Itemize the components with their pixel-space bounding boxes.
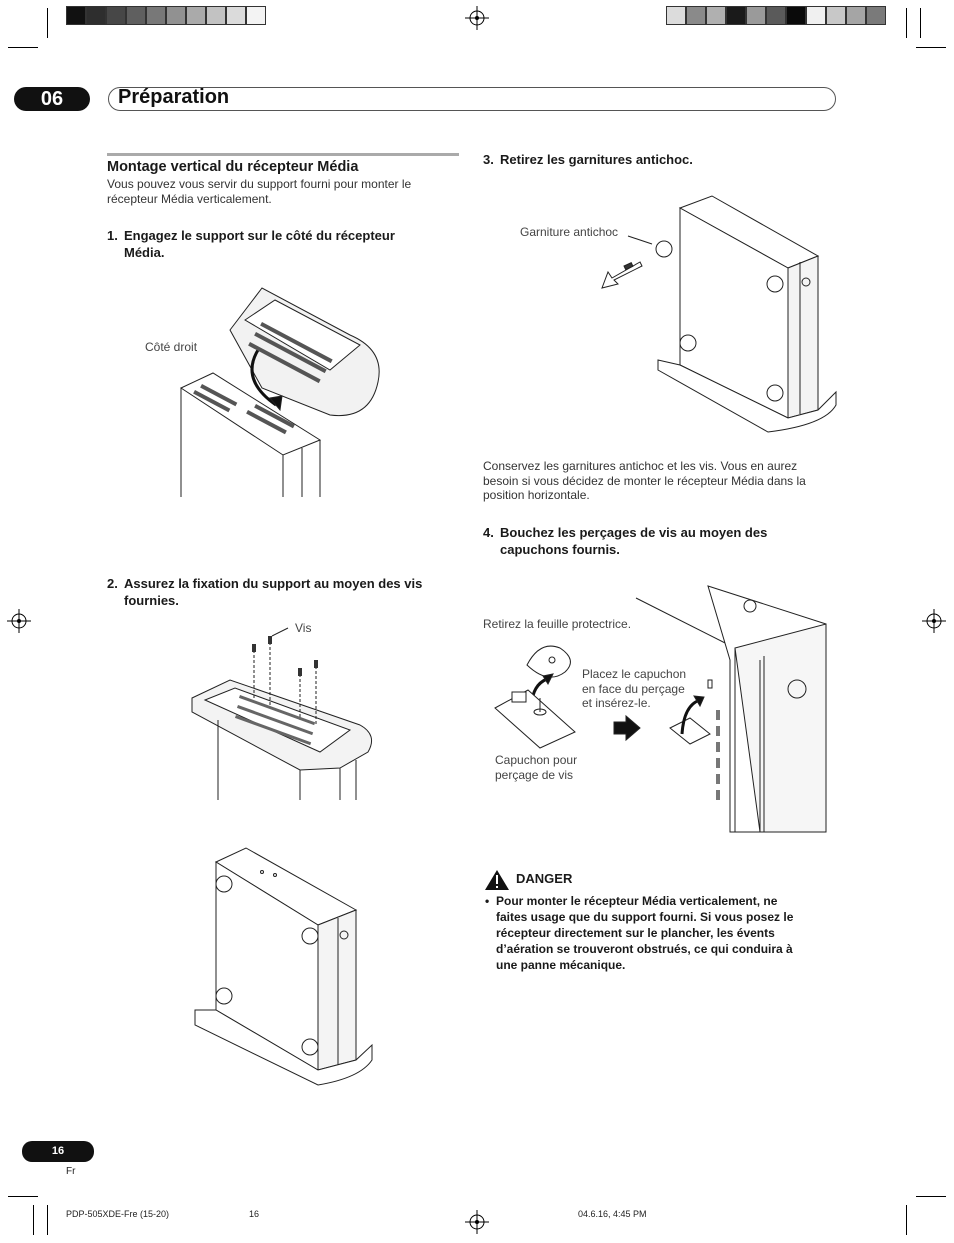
step-line: capuchons fournis.: [500, 542, 620, 557]
label-place-cap: Placez le capuchon en face du perçage et…: [582, 667, 686, 711]
color-swatch: [766, 6, 786, 25]
danger-line: une panne mécanique.: [496, 958, 626, 972]
color-swatch: [146, 6, 166, 25]
label-line: en face du perçage: [582, 681, 685, 696]
step-text: Retirez les garnitures antichoc.: [500, 151, 693, 168]
color-swatch: [226, 6, 246, 25]
color-swatch: [866, 6, 886, 25]
label-cote-droit: Côté droit: [145, 340, 198, 354]
step-number: 2.: [107, 576, 118, 591]
label-vis: Vis: [295, 621, 312, 635]
color-swatch: [806, 6, 826, 25]
step-2: 2. Assurez la fixation du support au moy…: [107, 575, 467, 611]
intro-line: Vous pouvez vous servir du support fourn…: [107, 177, 412, 191]
color-swatch: [786, 6, 806, 25]
danger-line: récepteur directement sur le plancher, l…: [496, 926, 775, 940]
note-line: position horizontale.: [483, 488, 590, 502]
color-swatch: [186, 6, 206, 25]
step-line: Média.: [124, 245, 165, 260]
color-swatch: [826, 6, 846, 25]
chapter-title-bar: [108, 87, 836, 111]
danger-line: faites usage que du support fourni. Si v…: [496, 910, 794, 924]
label-line: perçage de vis: [495, 767, 574, 782]
step-text: Assurez la fixation du support au moyen …: [124, 575, 422, 609]
file-reference: PDP-505XDE-Fre (15-20): [66, 1209, 170, 1219]
color-swatch: [166, 6, 186, 25]
danger-line: d’aération se trouveront obstrués, ce qu…: [496, 942, 793, 956]
note-line: Conservez les garnitures antichoc et les…: [483, 459, 798, 473]
step-3: 3. Retirez les garnitures antichoc.: [483, 151, 843, 171]
color-swatch: [106, 6, 126, 25]
color-swatch: [86, 6, 106, 25]
color-swatch: [126, 6, 146, 25]
danger-line: Pour monter le récepteur Média verticale…: [496, 894, 778, 908]
chapter-number-badge: 06: [14, 87, 90, 111]
label-garniture-antichoc: Garniture antichoc: [520, 225, 619, 239]
color-swatch: [206, 6, 226, 25]
step-line: Engagez le support sur le côté du récept…: [124, 228, 395, 243]
intro-text: Vous pouvez vous servir du support fourn…: [107, 177, 411, 206]
color-swatch: [686, 6, 706, 25]
step-number: 3.: [483, 152, 494, 167]
color-swatch: [706, 6, 726, 25]
print-timestamp: 04.6.16, 4:45 PM: [578, 1209, 647, 1219]
step-text: Engagez le support sur le côté du récept…: [124, 227, 395, 261]
label-cap-name: Capuchon pour perçage de vis: [495, 753, 577, 782]
step-4: 4. Bouchez les perçages de vis au moyen …: [483, 524, 843, 560]
color-swatch: [246, 6, 266, 25]
page-number-badge: 16: [22, 1141, 94, 1162]
chapter-title: Préparation: [118, 86, 230, 108]
note-line: besoin si vous décidez de monter le réce…: [483, 473, 806, 488]
color-swatch: [666, 6, 686, 25]
color-swatch: [746, 6, 766, 25]
step-line: Bouchez les perçages de vis au moyen des: [500, 525, 768, 540]
color-swatch: [66, 6, 86, 25]
color-swatch: [726, 6, 746, 25]
label-remove-film: Retirez la feuille protectrice.: [483, 617, 632, 631]
intro-line: récepteur Média verticalement.: [107, 191, 272, 206]
color-swatch: [846, 6, 866, 25]
note-text: Conservez les garnitures antichoc et les…: [483, 459, 806, 503]
language-code: Fr: [66, 1166, 76, 1177]
step-1: 1. Engagez le support sur le côté du réc…: [107, 227, 467, 263]
danger-text: Pour monter le récepteur Média verticale…: [496, 893, 793, 973]
label-line: Placez le capuchon: [582, 667, 687, 681]
step-number: 1.: [107, 228, 118, 243]
section-title: Montage vertical du récepteur Média: [107, 159, 359, 175]
section-rule: [107, 153, 459, 156]
step-line: Retirez les garnitures antichoc.: [500, 152, 693, 167]
label-line: et insérez-le.: [582, 696, 651, 710]
step-text: Bouchez les perçages de vis au moyen des…: [500, 524, 767, 558]
label-line: Capuchon pour: [495, 753, 578, 767]
step-number: 4.: [483, 525, 494, 540]
danger-title: DANGER: [516, 871, 573, 886]
danger-bullet: •: [485, 894, 490, 908]
step-line: Assurez la fixation du support au moyen …: [124, 576, 423, 591]
step-line: fournies.: [124, 593, 179, 608]
file-page-number: 16: [249, 1209, 260, 1219]
